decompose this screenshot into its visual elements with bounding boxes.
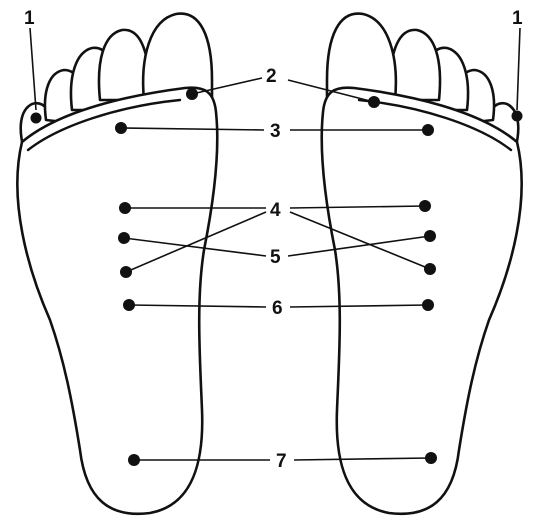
point-5-right [424, 230, 436, 242]
label-1-left: 1 [24, 8, 35, 29]
point-4-left-lower [120, 266, 132, 278]
left-foot [17, 14, 217, 514]
point-2-right [368, 96, 380, 108]
label-2: 2 [266, 66, 277, 87]
leader-1-left [30, 28, 36, 110]
label-3: 3 [270, 121, 281, 142]
label-7: 7 [276, 451, 287, 472]
point-4-right-upper [419, 200, 431, 212]
point-1-left [31, 113, 42, 124]
right-foot [322, 14, 522, 514]
point-6-right [422, 299, 434, 311]
label-1-right: 1 [512, 8, 523, 29]
right-big-toe [327, 14, 396, 100]
point-6-left [123, 299, 135, 311]
left-sole [17, 88, 217, 514]
label-4: 4 [270, 200, 281, 221]
point-5-left [118, 232, 130, 244]
right-sole [322, 88, 522, 514]
point-7-right [425, 452, 437, 464]
left-big-toe [143, 14, 212, 100]
point-4-left-upper [119, 202, 131, 214]
leader-1-right [517, 28, 520, 110]
point-2-left [186, 88, 198, 100]
label-6: 6 [272, 298, 283, 319]
point-3-right [422, 124, 434, 136]
point-7-left [128, 454, 140, 466]
point-3-left [115, 122, 127, 134]
point-4-right-lower [424, 263, 436, 275]
label-5: 5 [270, 247, 281, 268]
point-1-right [512, 111, 523, 122]
